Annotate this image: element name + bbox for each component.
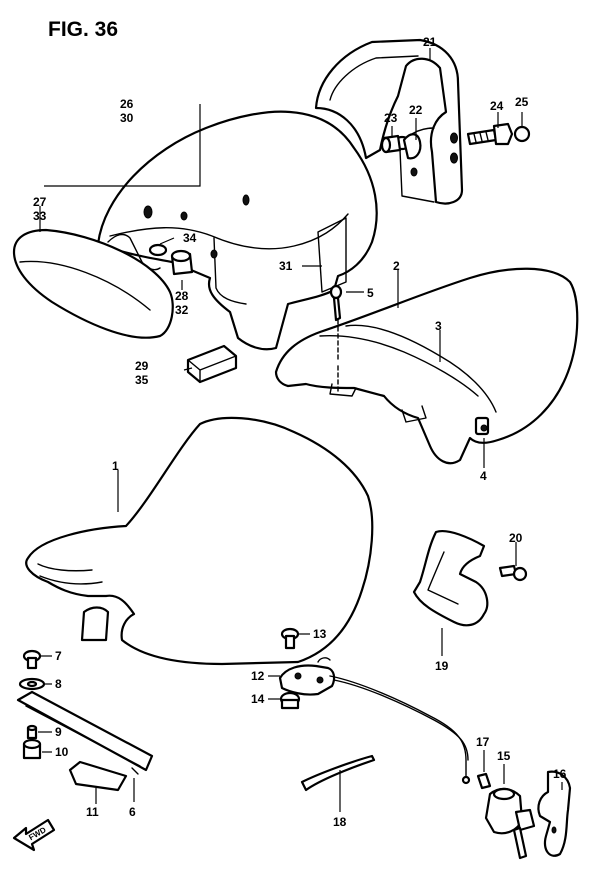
callout-2: 2 <box>393 259 400 273</box>
callout-21: 21 <box>423 35 437 49</box>
callout-31: 31 <box>279 259 293 273</box>
callout-1: 1 <box>112 459 119 473</box>
callout-15: 15 <box>497 749 511 763</box>
callout-30: 30 <box>120 111 134 125</box>
nut-14 <box>279 691 301 710</box>
forward-arrow-icon: FWD <box>12 818 56 852</box>
callout-27: 27 <box>33 195 47 209</box>
callout-34: 34 <box>183 231 197 245</box>
callout-13: 13 <box>313 627 327 641</box>
callout-22: 22 <box>409 103 423 117</box>
rear-cushion <box>12 228 174 339</box>
callout-10: 10 <box>55 745 69 759</box>
seat-lock-cable <box>278 657 471 785</box>
callout-24: 24 <box>490 99 504 113</box>
callout-12: 12 <box>251 669 265 683</box>
callout-6: 6 <box>129 805 136 819</box>
callout-3: 3 <box>435 319 442 333</box>
leader-bracket-26 <box>44 104 201 187</box>
figure-title: FIG. 36 <box>48 18 118 41</box>
callout-29: 29 <box>135 359 149 373</box>
bolt-20 <box>498 564 528 582</box>
seat-cowl <box>96 110 378 351</box>
callout-16: 16 <box>553 767 567 781</box>
side-bracket <box>412 530 489 627</box>
callout-23: 23 <box>384 111 398 125</box>
seat-rail <box>16 690 154 775</box>
callout-5: 5 <box>367 286 374 300</box>
callout-32: 32 <box>175 303 189 317</box>
callout-11: 11 <box>86 805 99 819</box>
rail-bushing <box>380 133 422 160</box>
seat-lock-assembly <box>476 770 572 860</box>
callout-33: 33 <box>33 209 47 223</box>
fasteners-left <box>18 649 46 760</box>
collar <box>170 249 194 276</box>
callout-20: 20 <box>509 531 523 545</box>
callout-4: 4 <box>480 469 487 483</box>
rubber-block <box>68 760 128 792</box>
callout-19: 19 <box>435 659 449 673</box>
callout-35: 35 <box>135 373 149 387</box>
callout-18: 18 <box>333 815 347 829</box>
callout-8: 8 <box>55 677 62 691</box>
callout-9: 9 <box>55 725 62 739</box>
callout-7: 7 <box>55 649 62 663</box>
latch-pin <box>329 284 343 393</box>
leader-lines <box>38 48 563 812</box>
callout-labels: 1 2 3 4 5 6 7 8 9 10 11 12 13 14 15 16 1… <box>33 35 567 829</box>
rubber-pad <box>186 344 238 384</box>
callout-28: 28 <box>175 289 189 303</box>
callout-14: 14 <box>251 692 265 706</box>
cable-band <box>300 754 376 792</box>
callout-25: 25 <box>515 95 529 109</box>
rear-seat <box>274 267 579 465</box>
main-seat <box>25 416 374 666</box>
callout-26: 26 <box>120 97 134 111</box>
rail-bolt <box>466 122 531 146</box>
callout-17: 17 <box>476 735 490 749</box>
